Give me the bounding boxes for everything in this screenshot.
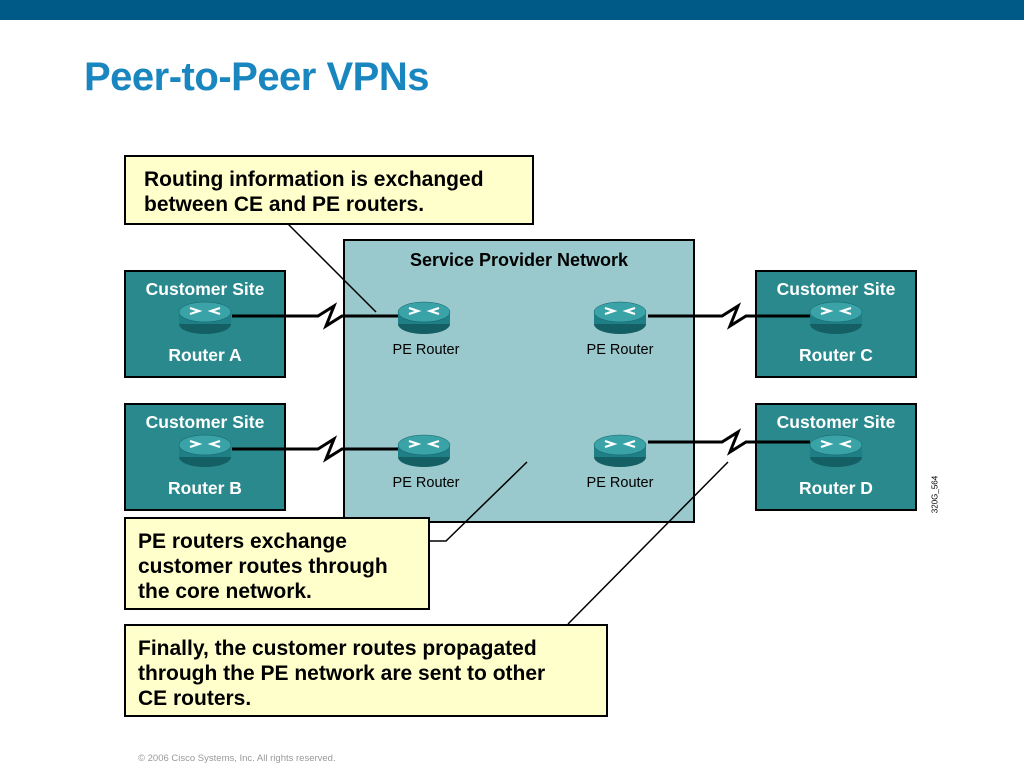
serial-link-d: [648, 428, 810, 456]
copyright-notice: © 2006 Cisco Systems, Inc. All rights re…: [138, 753, 336, 764]
customer-site-title: Customer Site: [145, 412, 265, 432]
customer-site-title: Customer Site: [776, 279, 896, 299]
customer-site-b: Customer Site Router B: [124, 403, 286, 511]
serial-link-b: [232, 435, 398, 463]
pe-router-label: PE Router: [586, 475, 654, 491]
callout-leader-middle: [430, 461, 528, 542]
customer-site-title: Customer Site: [145, 279, 265, 299]
router-icon: [809, 434, 863, 467]
pe-router-label: PE Router: [392, 342, 460, 358]
customer-router-label: Router D: [799, 478, 873, 498]
customer-site-title: Customer Site: [776, 412, 896, 432]
service-provider-network: Service Provider Network: [343, 239, 695, 523]
callout-top: Routing information is exchanged between…: [124, 155, 534, 225]
callout-middle: PE routers exchange customer routes thro…: [124, 517, 430, 610]
customer-site-d: Customer Site Router D: [755, 403, 917, 511]
router-icon: [593, 301, 647, 334]
customer-site-a: Customer Site Router A: [124, 270, 286, 378]
router-icon: [397, 434, 451, 467]
header-bar: [0, 0, 1024, 20]
customer-router-label: Router A: [168, 345, 242, 365]
customer-router-label: Router B: [168, 478, 242, 498]
serial-link-c: [648, 302, 810, 330]
callout-leader-top: [287, 223, 377, 313]
router-icon: [593, 434, 647, 467]
router-icon: [809, 301, 863, 334]
router-icon: [397, 301, 451, 334]
service-provider-network-label: Service Provider Network: [409, 250, 629, 270]
slide-title: Peer-to-Peer VPNs: [84, 55, 429, 99]
callout-leader-bottom: [567, 461, 729, 625]
serial-link-a: [232, 302, 398, 330]
callout-bottom: Finally, the customer routes propagated …: [124, 624, 608, 717]
figure-code: 320G_564: [930, 475, 940, 514]
pe-router-label: PE Router: [392, 475, 460, 491]
customer-router-label: Router C: [799, 345, 873, 365]
pe-router-label: PE Router: [586, 342, 654, 358]
router-icon: [178, 301, 232, 334]
router-icon: [178, 434, 232, 467]
